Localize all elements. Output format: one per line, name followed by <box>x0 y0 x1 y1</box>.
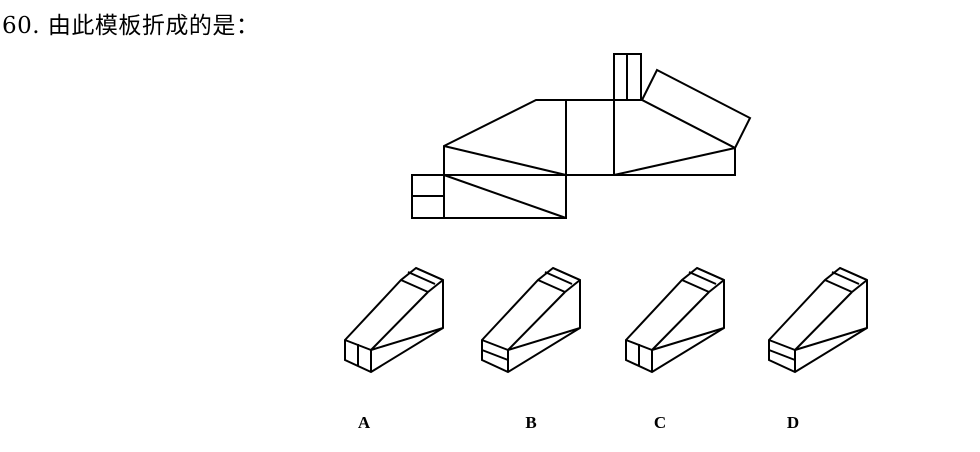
option-d-figure <box>768 266 868 374</box>
net-upper-diagonal-left <box>443 145 567 176</box>
option-c-label[interactable]: C <box>653 413 667 432</box>
option-a-label[interactable]: A <box>357 413 371 432</box>
option-d-label[interactable]: D <box>786 413 800 432</box>
net-upper-diagonal-right <box>613 147 736 176</box>
option-b-label[interactable]: B <box>525 413 537 432</box>
net-lower-diagonal <box>443 174 567 219</box>
option-b-figure <box>481 266 581 374</box>
question-title: 60. 由此模板折成的是： <box>2 13 260 39</box>
option-a-figure <box>344 266 444 374</box>
option-c-figure <box>625 266 725 374</box>
